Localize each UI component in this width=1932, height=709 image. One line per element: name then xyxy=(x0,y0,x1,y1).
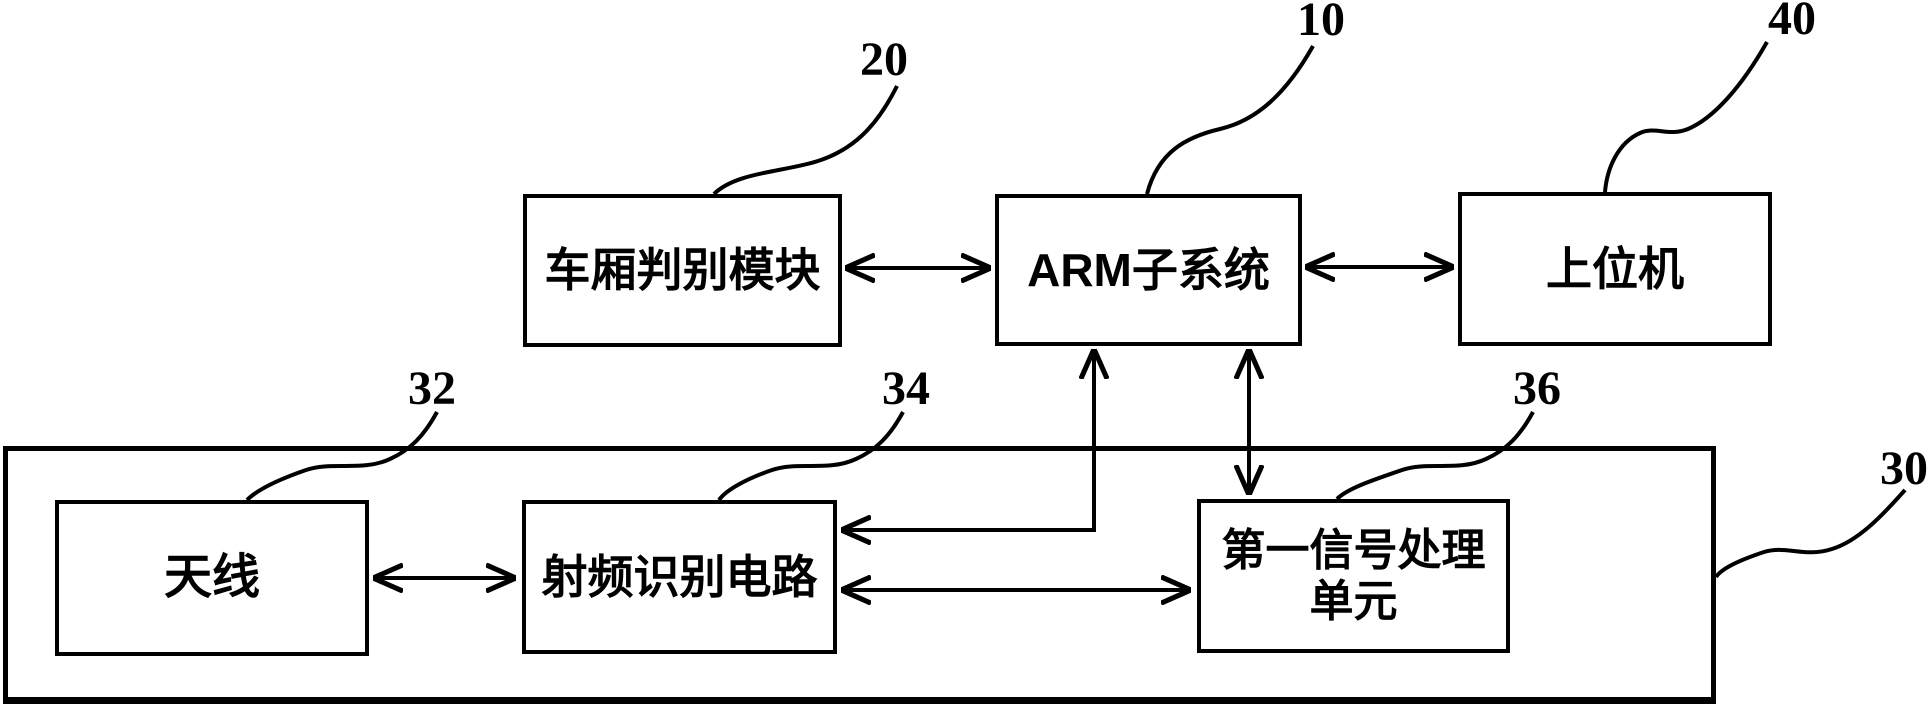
block-label: 射频识别电路 xyxy=(541,550,818,603)
ref-label-10: 10 xyxy=(1297,0,1345,46)
leader-20 xyxy=(712,85,899,196)
block-rfid-circuit: 射频识别电路 xyxy=(522,500,837,654)
block-arm-subsystem: ARM子系统 xyxy=(995,194,1302,346)
block-label: 天线 xyxy=(163,551,260,605)
leader-10 xyxy=(1145,45,1315,195)
block-label: ARM子系统 xyxy=(1027,243,1270,296)
ref-label-32: 32 xyxy=(408,362,456,415)
ref-label-34: 34 xyxy=(882,362,930,415)
leader-36 xyxy=(1335,411,1535,501)
ref-label-40: 40 xyxy=(1768,0,1816,45)
block-outer-subsystem xyxy=(3,446,1716,704)
block-label-line1: 第一信号处理 xyxy=(1221,525,1486,575)
ref-label-30: 30 xyxy=(1880,442,1928,495)
leader-34 xyxy=(717,411,905,502)
leader-30 xyxy=(1714,488,1907,579)
block-label-line2: 单元 xyxy=(1309,577,1398,626)
block-label: 上位机 xyxy=(1546,242,1684,295)
block-label: 车厢判别模块 xyxy=(544,244,821,297)
ref-label-36: 36 xyxy=(1513,362,1561,415)
block-antenna: 天线 xyxy=(55,500,369,656)
block-host-computer: 上位机 xyxy=(1458,192,1772,346)
arrow-arm-rfid xyxy=(844,352,1094,530)
block-signal-unit: 第一信号处理 单元 xyxy=(1197,499,1510,653)
leader-40 xyxy=(1603,41,1769,193)
leader-32 xyxy=(245,411,439,502)
block-carriage-module: 车厢判别模块 xyxy=(523,194,842,347)
ref-label-20: 20 xyxy=(860,33,908,86)
